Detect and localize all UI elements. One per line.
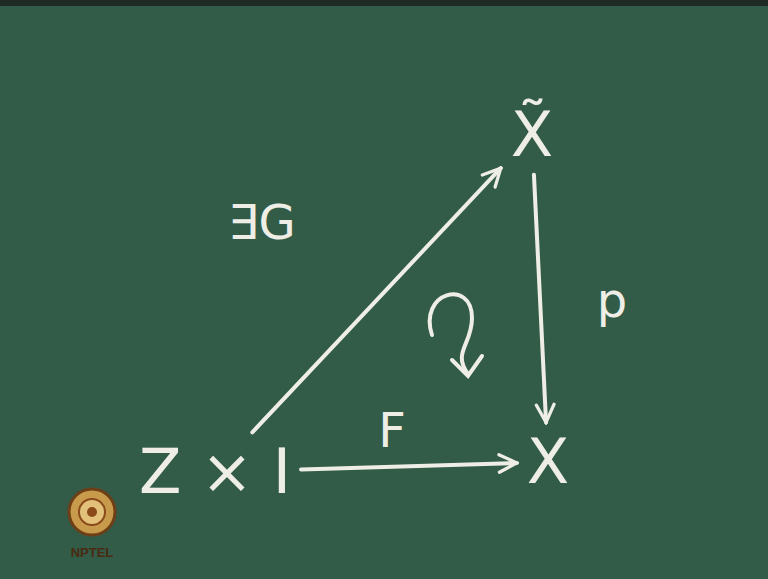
morphism-arrow [301, 463, 517, 469]
math-object: Z × I [129, 432, 301, 511]
morphism-name: F [378, 404, 406, 457]
node-text: X̃ [511, 99, 553, 170]
morphism-name: p [597, 274, 627, 327]
node-text: Z × I [139, 436, 291, 507]
morphism-arrow [534, 175, 546, 423]
node-text: X [527, 426, 569, 497]
math-object: X [517, 422, 579, 501]
math-object: X̃ [501, 95, 563, 174]
logo-text: NPTEL [71, 545, 114, 560]
morphism-name: ∃G [228, 196, 296, 249]
commutes-symbol [430, 294, 472, 374]
nptel-emblem [69, 489, 115, 535]
board-edge [0, 0, 768, 6]
commutes-arrowhead [452, 356, 482, 376]
